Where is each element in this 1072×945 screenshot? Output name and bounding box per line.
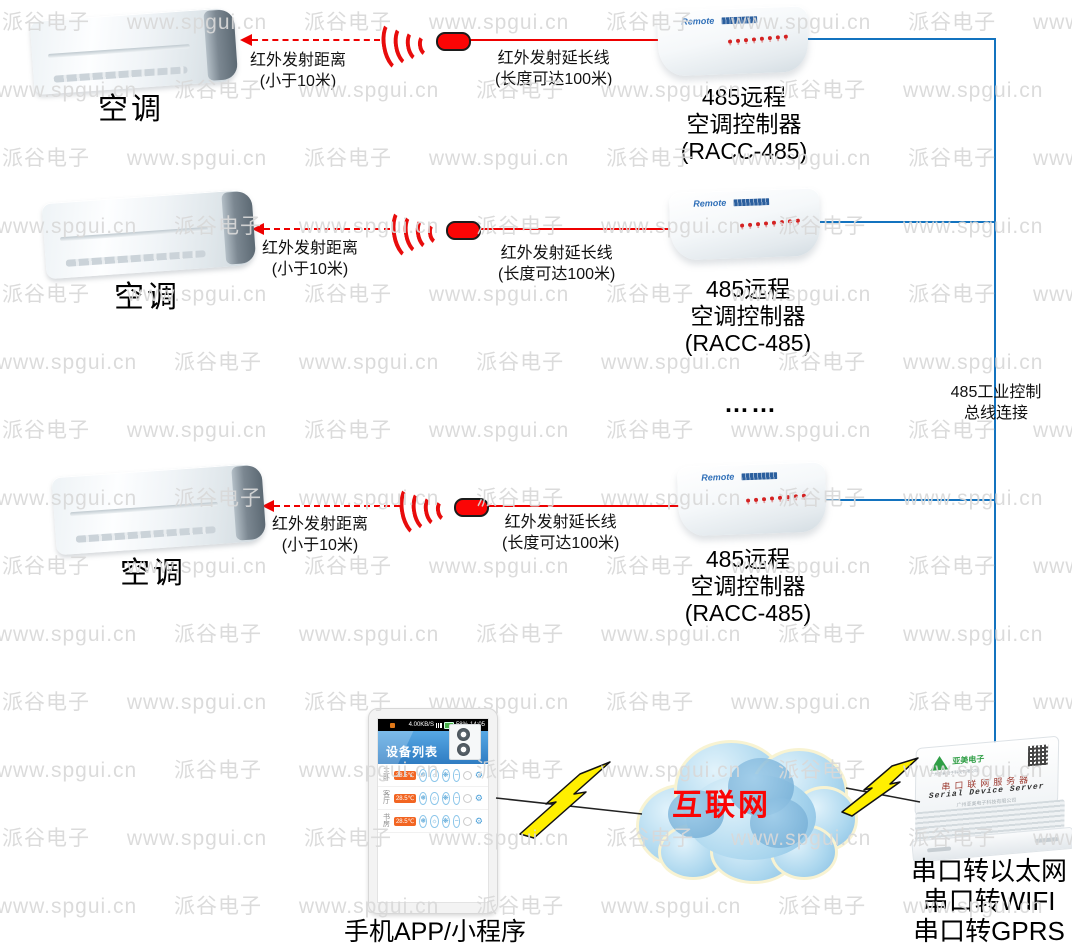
ac-label-2: 空调 bbox=[114, 281, 180, 314]
ac-endcap bbox=[203, 8, 239, 81]
ac-endcap bbox=[221, 190, 257, 265]
ir-waves-icon-3 bbox=[395, 480, 456, 540]
remote-brand-label: Remote bbox=[693, 197, 727, 209]
bus-label: 485工业控制总线连接 bbox=[950, 384, 1042, 422]
ir-distance-label-3: 红外发射距离(小于10米) bbox=[272, 516, 369, 554]
device-row-3[interactable]: 书房 28.5℃ ❅ ☼ ❋ − ⚙ bbox=[378, 810, 488, 833]
fan-mode-icon[interactable]: ❋ bbox=[441, 814, 450, 828]
ir-emitter-icon-2 bbox=[446, 221, 481, 240]
ir-arrowhead-1 bbox=[240, 34, 252, 46]
more-units-ellipsis: …… bbox=[724, 390, 778, 418]
power-toggle[interactable] bbox=[463, 793, 472, 803]
ir-arrowhead-3 bbox=[262, 500, 274, 512]
ir-distance-line-3 bbox=[274, 505, 400, 507]
device-row-2[interactable]: 客厅 28.5℃ ❅ ☼ ❋ − ⚙ bbox=[378, 787, 488, 810]
ac-label-3: 空调 bbox=[120, 557, 186, 590]
rs485-bus-line bbox=[994, 38, 996, 746]
ac-endcap bbox=[231, 464, 267, 541]
cloud-label: 互联网 bbox=[672, 789, 771, 822]
cool-mode-icon[interactable]: ❅ bbox=[419, 814, 428, 828]
ir-emitter-icon-3 bbox=[454, 498, 489, 517]
led-row bbox=[727, 34, 789, 44]
air-conditioner-2 bbox=[41, 188, 257, 280]
ir-extension-line-1 bbox=[466, 39, 660, 41]
ir-extension-label-3: 红外发射延长线(长度可达100米) bbox=[502, 514, 620, 552]
vendor-logo-icon bbox=[930, 755, 949, 771]
lightning-bolt-icon bbox=[519, 761, 611, 839]
device-row-1[interactable]: 主卧 28.5℃ ❅ ☼ ❋ − ⚙ bbox=[378, 764, 488, 787]
vendor-logo-text: 亚美电子 bbox=[952, 754, 985, 766]
ir-distance-label-1: 红外发射距离(小于10米) bbox=[250, 52, 347, 90]
wireless-links bbox=[495, 757, 921, 839]
power-toggle[interactable] bbox=[463, 816, 472, 826]
controller-label-2: 485远程 空调控制器 (RACC-485) bbox=[684, 276, 812, 356]
gear-icon[interactable]: ⚙ bbox=[474, 815, 483, 826]
ir-distance-line-1 bbox=[252, 39, 380, 41]
controller-label-3: 485远程 空调控制器 (RACC-485) bbox=[684, 546, 812, 626]
qr-code-icon bbox=[1027, 744, 1049, 767]
air-conditioner-3 bbox=[51, 462, 267, 556]
bus-branch-line-2 bbox=[800, 221, 996, 223]
ir-extension-label-1: 红外发射延长线(长度可达100米) bbox=[495, 50, 613, 88]
air-conditioner-1 bbox=[29, 6, 239, 96]
ir-waves-icon-1 bbox=[377, 15, 438, 75]
fan-mode-icon[interactable]: ❋ bbox=[441, 768, 450, 782]
link-line-cloud-server bbox=[845, 787, 921, 803]
room-label: 客厅 bbox=[383, 791, 390, 805]
ir-extension-line-3 bbox=[484, 505, 680, 507]
temp-badge: 28.5℃ bbox=[393, 816, 417, 826]
server-caption: 串口转以太网 串口转WIFI 串口转GPRS bbox=[910, 856, 1067, 945]
led-row bbox=[739, 218, 801, 228]
ir-distance-line-2 bbox=[264, 228, 390, 230]
power-toggle[interactable] bbox=[463, 770, 472, 780]
racc485-controller-1: Remote bbox=[656, 5, 810, 77]
smartphone: 4.00KB/S 58% 14:05 设备列表 主卧 28.5℃ ❅ ☼ ❋ − bbox=[368, 708, 498, 914]
racc485-controller-3: Remote bbox=[676, 461, 828, 537]
controller-label-1: 485远程 空调控制器 (RACC-485) bbox=[680, 84, 808, 164]
led-row bbox=[745, 493, 807, 503]
dry-mode-icon[interactable]: − bbox=[452, 814, 461, 828]
internet-cloud bbox=[632, 728, 858, 890]
heat-mode-icon[interactable]: ☼ bbox=[430, 768, 439, 782]
temp-badge: 28.5℃ bbox=[393, 770, 417, 780]
outdoor-unit-image bbox=[449, 724, 481, 760]
remote-brand-label: Remote bbox=[681, 15, 715, 27]
ir-extension-label-2: 红外发射延长线(长度可达100米) bbox=[498, 245, 616, 283]
signal-icon bbox=[435, 722, 442, 728]
brand-bar bbox=[721, 16, 758, 25]
phone-screen: 4.00KB/S 58% 14:05 设备列表 主卧 28.5℃ ❅ ☼ ❋ − bbox=[377, 718, 489, 903]
ir-arrowhead-2 bbox=[252, 223, 264, 235]
cool-mode-icon[interactable]: ❅ bbox=[419, 768, 428, 782]
lightning-bolt-icon bbox=[841, 757, 919, 817]
ir-distance-label-2: 红外发射距离(小于10米) bbox=[262, 240, 359, 278]
fan-mode-icon[interactable]: ❋ bbox=[441, 791, 450, 805]
bus-branch-line-3 bbox=[810, 499, 996, 501]
bus-branch-line-1 bbox=[804, 38, 996, 40]
heat-mode-icon[interactable]: ☼ bbox=[430, 791, 439, 805]
phone-caption: 手机APP/小程序 bbox=[344, 918, 526, 945]
dry-mode-icon[interactable]: − bbox=[452, 791, 461, 805]
serial-device-server: 亚美电子 广州亚美电子科技有限公司 串口联网服务器 Serial Device … bbox=[907, 735, 1072, 865]
remote-brand-label: Remote bbox=[701, 471, 735, 483]
net-speed: 4.00KB/S bbox=[408, 722, 434, 728]
ac-label-1: 空调 bbox=[98, 93, 164, 126]
dry-mode-icon[interactable]: − bbox=[452, 768, 461, 782]
ir-emitter-icon-1 bbox=[436, 32, 471, 51]
app-header: 设备列表 bbox=[378, 724, 488, 764]
room-label: 主卧 bbox=[383, 768, 390, 782]
notification-icon bbox=[390, 722, 395, 728]
ir-extension-line-2 bbox=[476, 228, 672, 230]
heat-mode-icon[interactable]: ☼ bbox=[430, 814, 439, 828]
cool-mode-icon[interactable]: ❅ bbox=[419, 791, 428, 805]
room-label: 书房 bbox=[383, 814, 390, 828]
brand-bar bbox=[741, 472, 778, 481]
app-title: 设备列表 bbox=[386, 745, 439, 759]
brand-bar bbox=[733, 198, 770, 207]
racc485-controller-2: Remote bbox=[668, 187, 822, 261]
ir-waves-icon-2 bbox=[387, 203, 448, 263]
gear-icon[interactable]: ⚙ bbox=[474, 792, 483, 803]
temp-badge: 28.5℃ bbox=[393, 793, 417, 803]
gear-icon[interactable]: ⚙ bbox=[474, 769, 483, 780]
